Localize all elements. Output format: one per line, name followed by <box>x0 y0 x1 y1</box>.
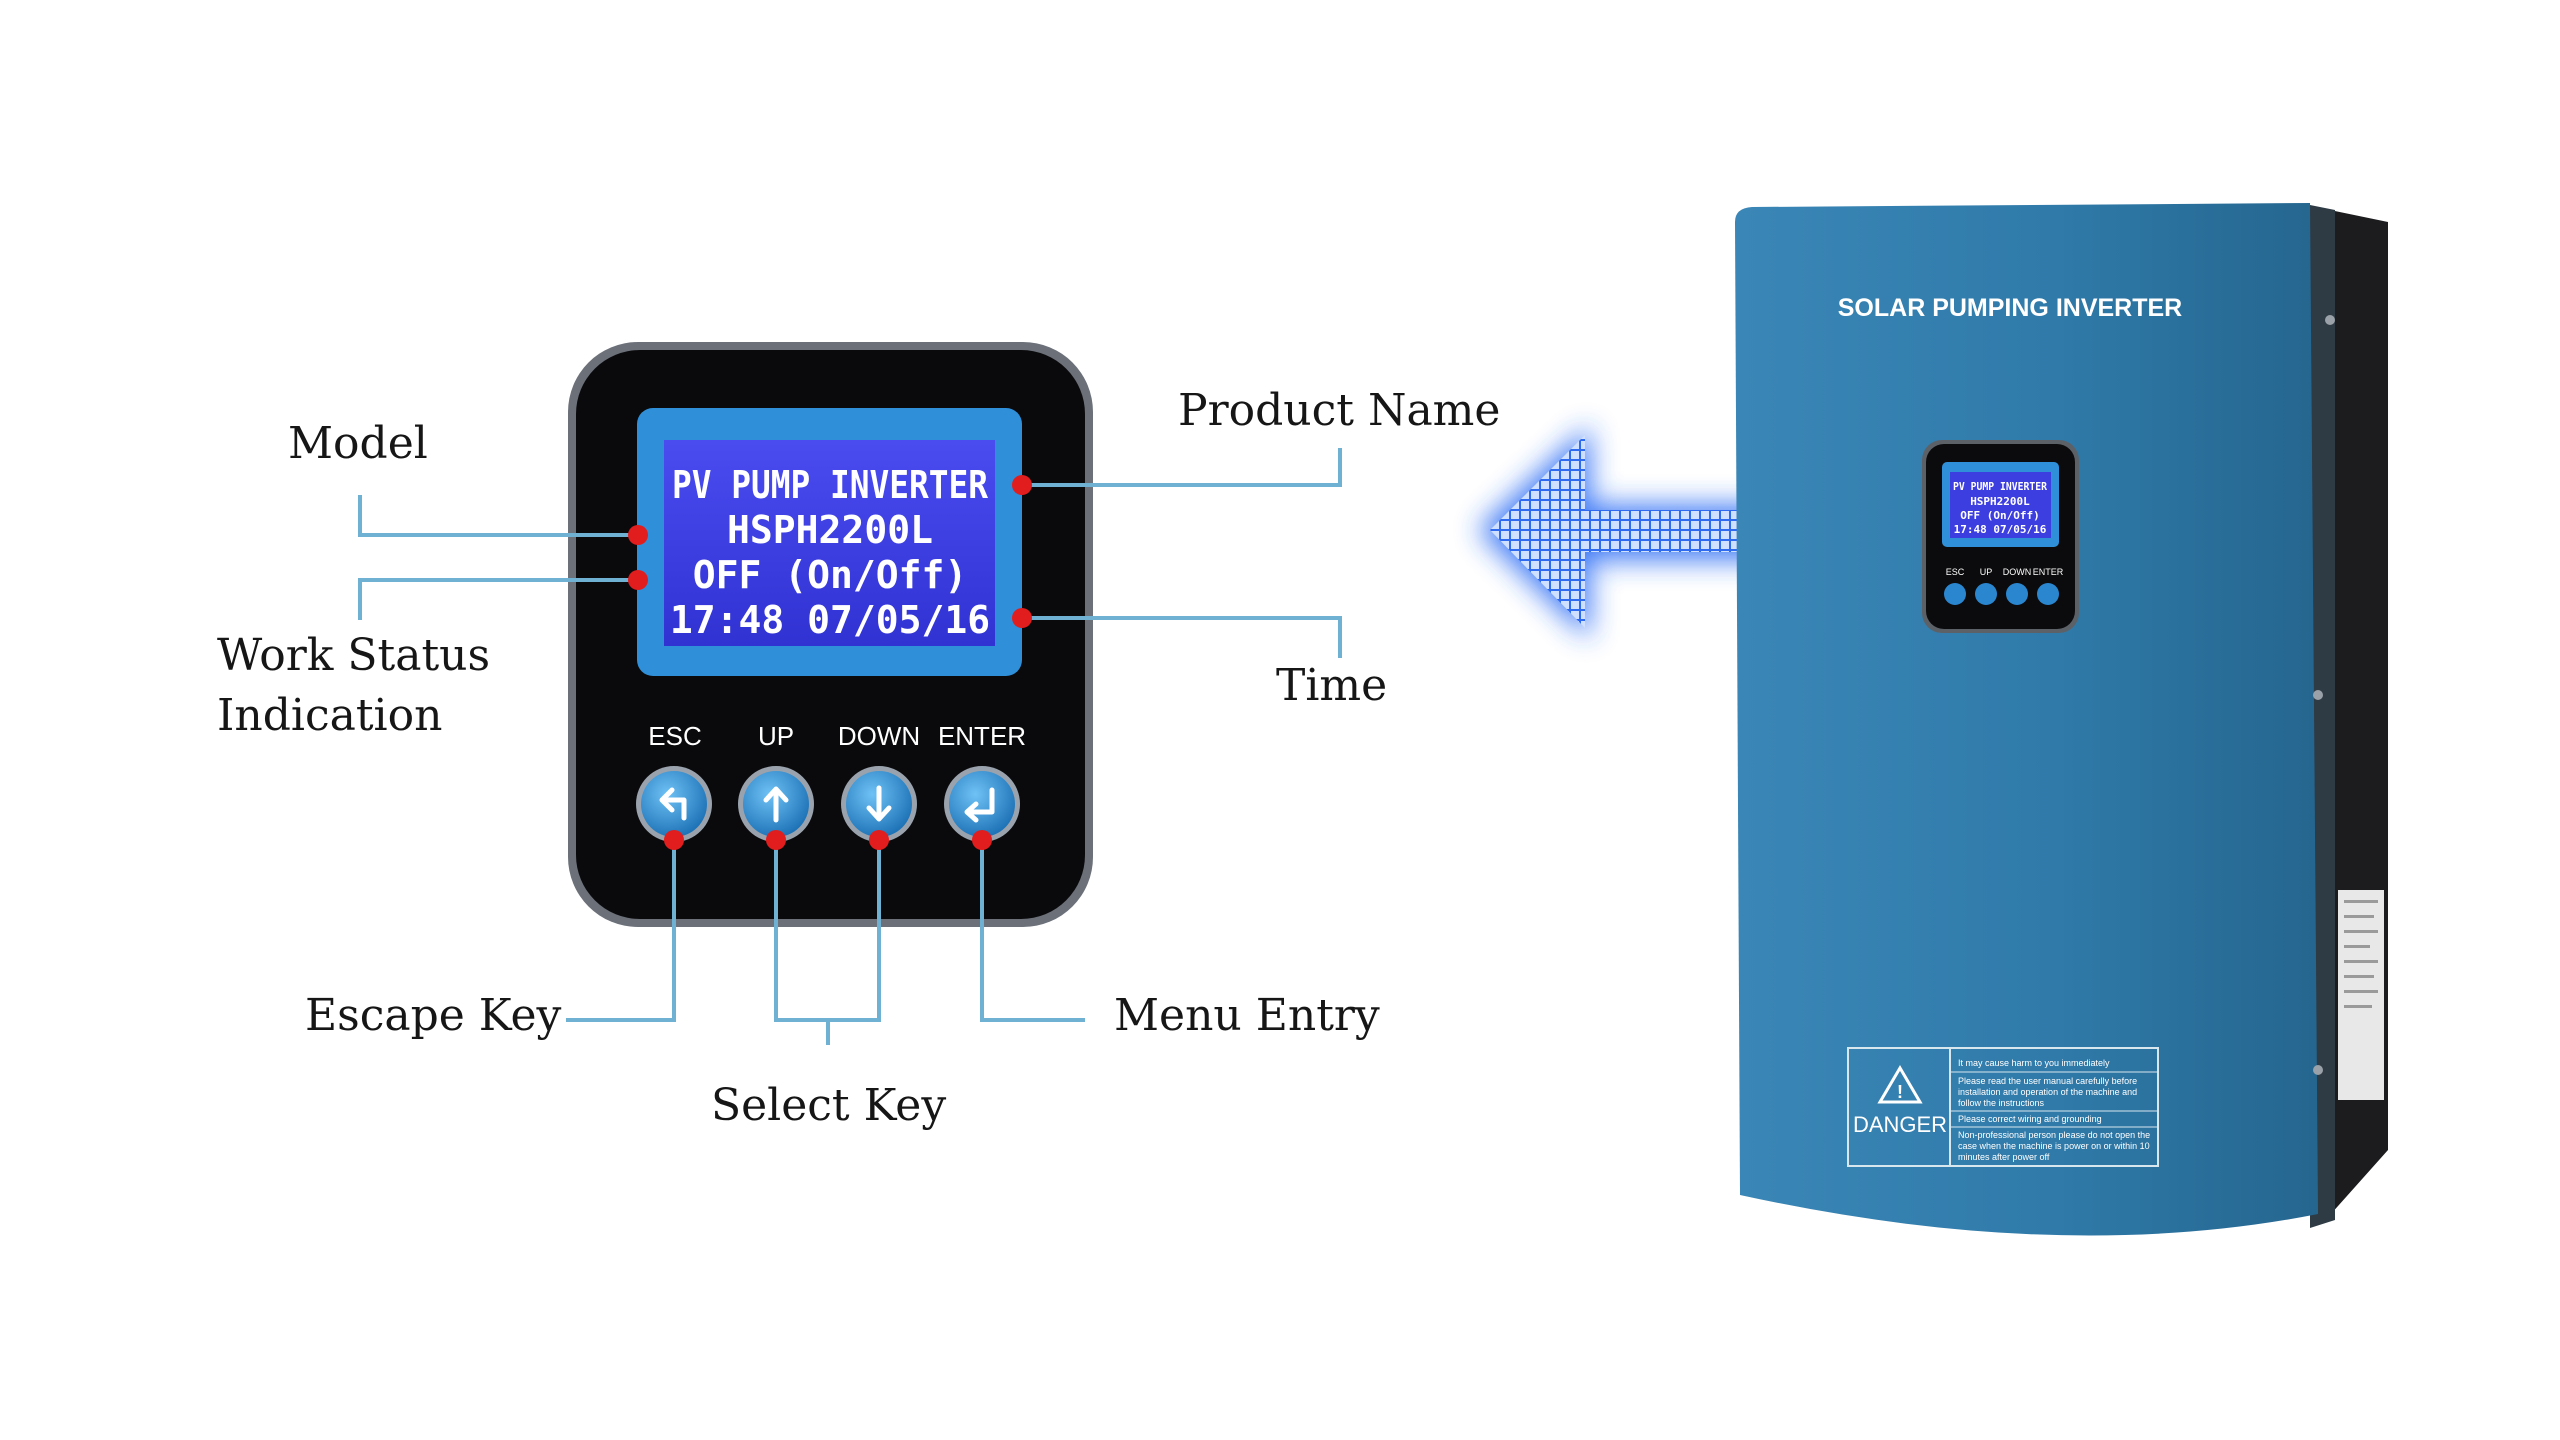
warning-line-6: Non-professional person please do not op… <box>1958 1130 2150 1140</box>
lcd-screen <box>664 440 995 646</box>
leader-time <box>1022 616 1342 658</box>
marker-time <box>1012 608 1032 628</box>
callout-model: Model <box>288 418 428 469</box>
enter-button[interactable] <box>944 766 1020 842</box>
screw <box>2325 315 2335 325</box>
svg-text:!: ! <box>1897 1082 1903 1102</box>
device-mini-panel: PV PUMP INVERTER HSPH2200L OFF (On/Off) … <box>1922 440 2079 633</box>
marker-model <box>628 525 648 545</box>
key-label-esc: ESC <box>648 721 701 751</box>
lcd-line-product: PV PUMP INVERTER <box>672 463 988 507</box>
warning-line-5: Please correct wiring and grounding <box>1958 1114 2102 1124</box>
warning-triangle-icon <box>1877 1065 1923 1104</box>
marker-down <box>869 830 889 850</box>
mini-lcd-line-2: HSPH2200L <box>1970 495 2030 508</box>
screw <box>2313 690 2323 700</box>
warning-line-2: Please read the user manual carefully be… <box>1958 1076 2137 1086</box>
mini-lcd-line-3: OFF (On/Off) <box>1960 509 2039 522</box>
leader-select-key <box>774 840 881 1045</box>
marker-esc <box>664 830 684 850</box>
arrow-shape <box>1490 435 1910 628</box>
pointer-arrow <box>1478 425 1915 640</box>
arrow-down-icon <box>866 785 892 822</box>
danger-label: ! DANGER It may cause harm to you immedi… <box>1847 1047 2159 1167</box>
marker-work-status <box>628 570 648 590</box>
mini-key-up: UP <box>1980 567 1993 577</box>
esc-button[interactable] <box>636 766 712 842</box>
callout-work-status-1: Work Status <box>217 630 490 681</box>
leader-lines <box>358 448 1342 1045</box>
leader-escape-key <box>566 840 676 1022</box>
key-label-down: DOWN <box>838 721 920 751</box>
marker-enter <box>972 830 992 850</box>
mini-key-enter: ENTER <box>2033 567 2064 577</box>
lcd-line-model: HSPH2200L <box>727 508 933 552</box>
down-button[interactable] <box>841 766 917 842</box>
enter-arrow-icon <box>964 787 995 823</box>
warning-line-8: minutes after power off <box>1958 1152 2050 1162</box>
lcd-line-time: 17:48 07/05/16 <box>670 598 990 642</box>
key-label-up: UP <box>758 721 794 751</box>
screw <box>2313 1065 2323 1075</box>
mini-key-esc: ESC <box>1946 567 1965 577</box>
marker-dots <box>628 475 1032 850</box>
rating-label <box>2338 890 2384 1100</box>
warning-line-4: follow the instructions <box>1958 1098 2045 1108</box>
arrow-up-icon <box>763 786 789 823</box>
mini-lcd-line-4: 17:48 07/05/16 <box>1954 523 2047 536</box>
mini-key-down: DOWN <box>2003 567 2032 577</box>
inverter-device: SOLAR PUMPING INVERTER PV PUMP INVERTER … <box>1735 203 2388 1236</box>
leader-work-status <box>358 578 638 620</box>
leader-menu-entry <box>980 840 1085 1022</box>
warning-line-7: case when the machine is power on or wit… <box>1958 1141 2150 1151</box>
device-title: SOLAR PUMPING INVERTER <box>1838 294 2182 322</box>
callout-menu-entry: Menu Entry <box>1114 990 1380 1041</box>
callout-time: Time <box>1276 660 1387 711</box>
lcd-line-status: OFF (On/Off) <box>693 553 968 597</box>
up-button[interactable] <box>738 766 814 842</box>
control-panel: PV PUMP INVERTER HSPH2200L OFF (On/Off) … <box>568 342 1093 927</box>
leader-model <box>358 495 638 537</box>
danger-word: DANGER <box>1853 1112 1947 1137</box>
mini-lcd-line-1: PV PUMP INVERTER <box>1953 480 2047 493</box>
callout-product-name: Product Name <box>1178 385 1500 436</box>
warning-line-3: installation and operation of the machin… <box>1958 1087 2137 1097</box>
leader-product-name <box>1022 448 1342 487</box>
marker-up <box>766 830 786 850</box>
key-label-enter: ENTER <box>938 721 1026 751</box>
warning-line-1: It may cause harm to you immediately <box>1958 1058 2110 1068</box>
callout-select-key: Select Key <box>711 1080 946 1131</box>
callout-escape-key: Escape Key <box>305 990 561 1041</box>
marker-product-name <box>1012 475 1032 495</box>
device-side-edge <box>2310 205 2335 1228</box>
device-front <box>1735 203 2318 1236</box>
callout-work-status-2: Indication <box>217 690 442 741</box>
return-arrow-icon <box>659 787 687 821</box>
